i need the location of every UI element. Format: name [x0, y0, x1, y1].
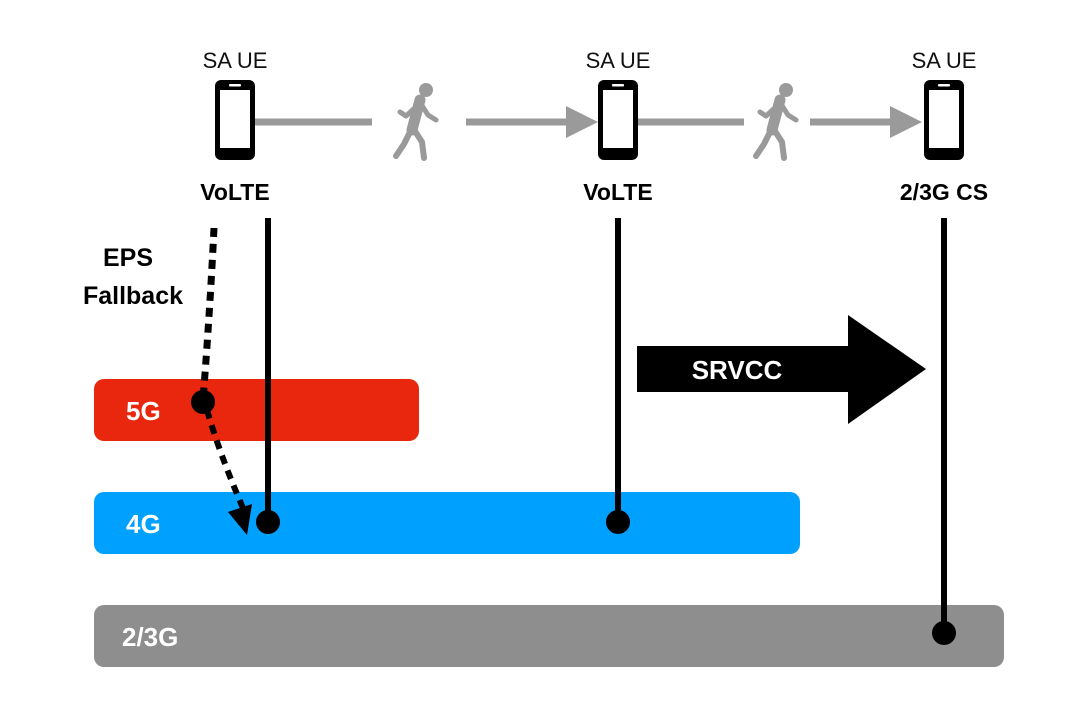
band-2-3g-label: 2/3G [122, 622, 178, 652]
band-4g-label: 4G [126, 509, 161, 539]
srvcc-label: SRVCC [692, 355, 783, 385]
walking-person-icon [756, 83, 796, 158]
band-5g-label: 5G [126, 396, 161, 426]
ue-1-caption: SA UE [203, 48, 268, 73]
ue-3-2-3g-dot [932, 621, 956, 645]
ue-1-4g-dot [256, 510, 280, 534]
eps-fallback-label-line2: Fallback [83, 282, 183, 310]
phone-icon [215, 80, 255, 160]
arrow-right-icon [890, 106, 922, 138]
eps-fallback-label-line1: EPS [103, 244, 153, 272]
srvcc-arrow [637, 315, 926, 424]
ue-3-call-type: 2/3G CS [900, 179, 988, 205]
eps-fallback-path-lower [204, 409, 246, 510]
phone-icon [598, 80, 638, 160]
ue-1-call-type: VoLTE [200, 179, 269, 205]
eps-fallback-arrowhead-icon [228, 504, 252, 535]
arrow-right-icon [566, 106, 598, 138]
ue-1-5g-dot [191, 390, 215, 414]
ue-2-call-type: VoLTE [583, 179, 652, 205]
phone-icon [924, 80, 964, 160]
band-4g [94, 492, 800, 554]
eps-fallback-path-upper [199, 227, 218, 401]
band-2-3g [94, 605, 1004, 667]
ue-2-4g-dot [606, 510, 630, 534]
ue-3-caption: SA UE [912, 48, 977, 73]
walking-person-icon [396, 83, 436, 158]
ue-2-caption: SA UE [586, 48, 651, 73]
band-5g [94, 379, 419, 441]
